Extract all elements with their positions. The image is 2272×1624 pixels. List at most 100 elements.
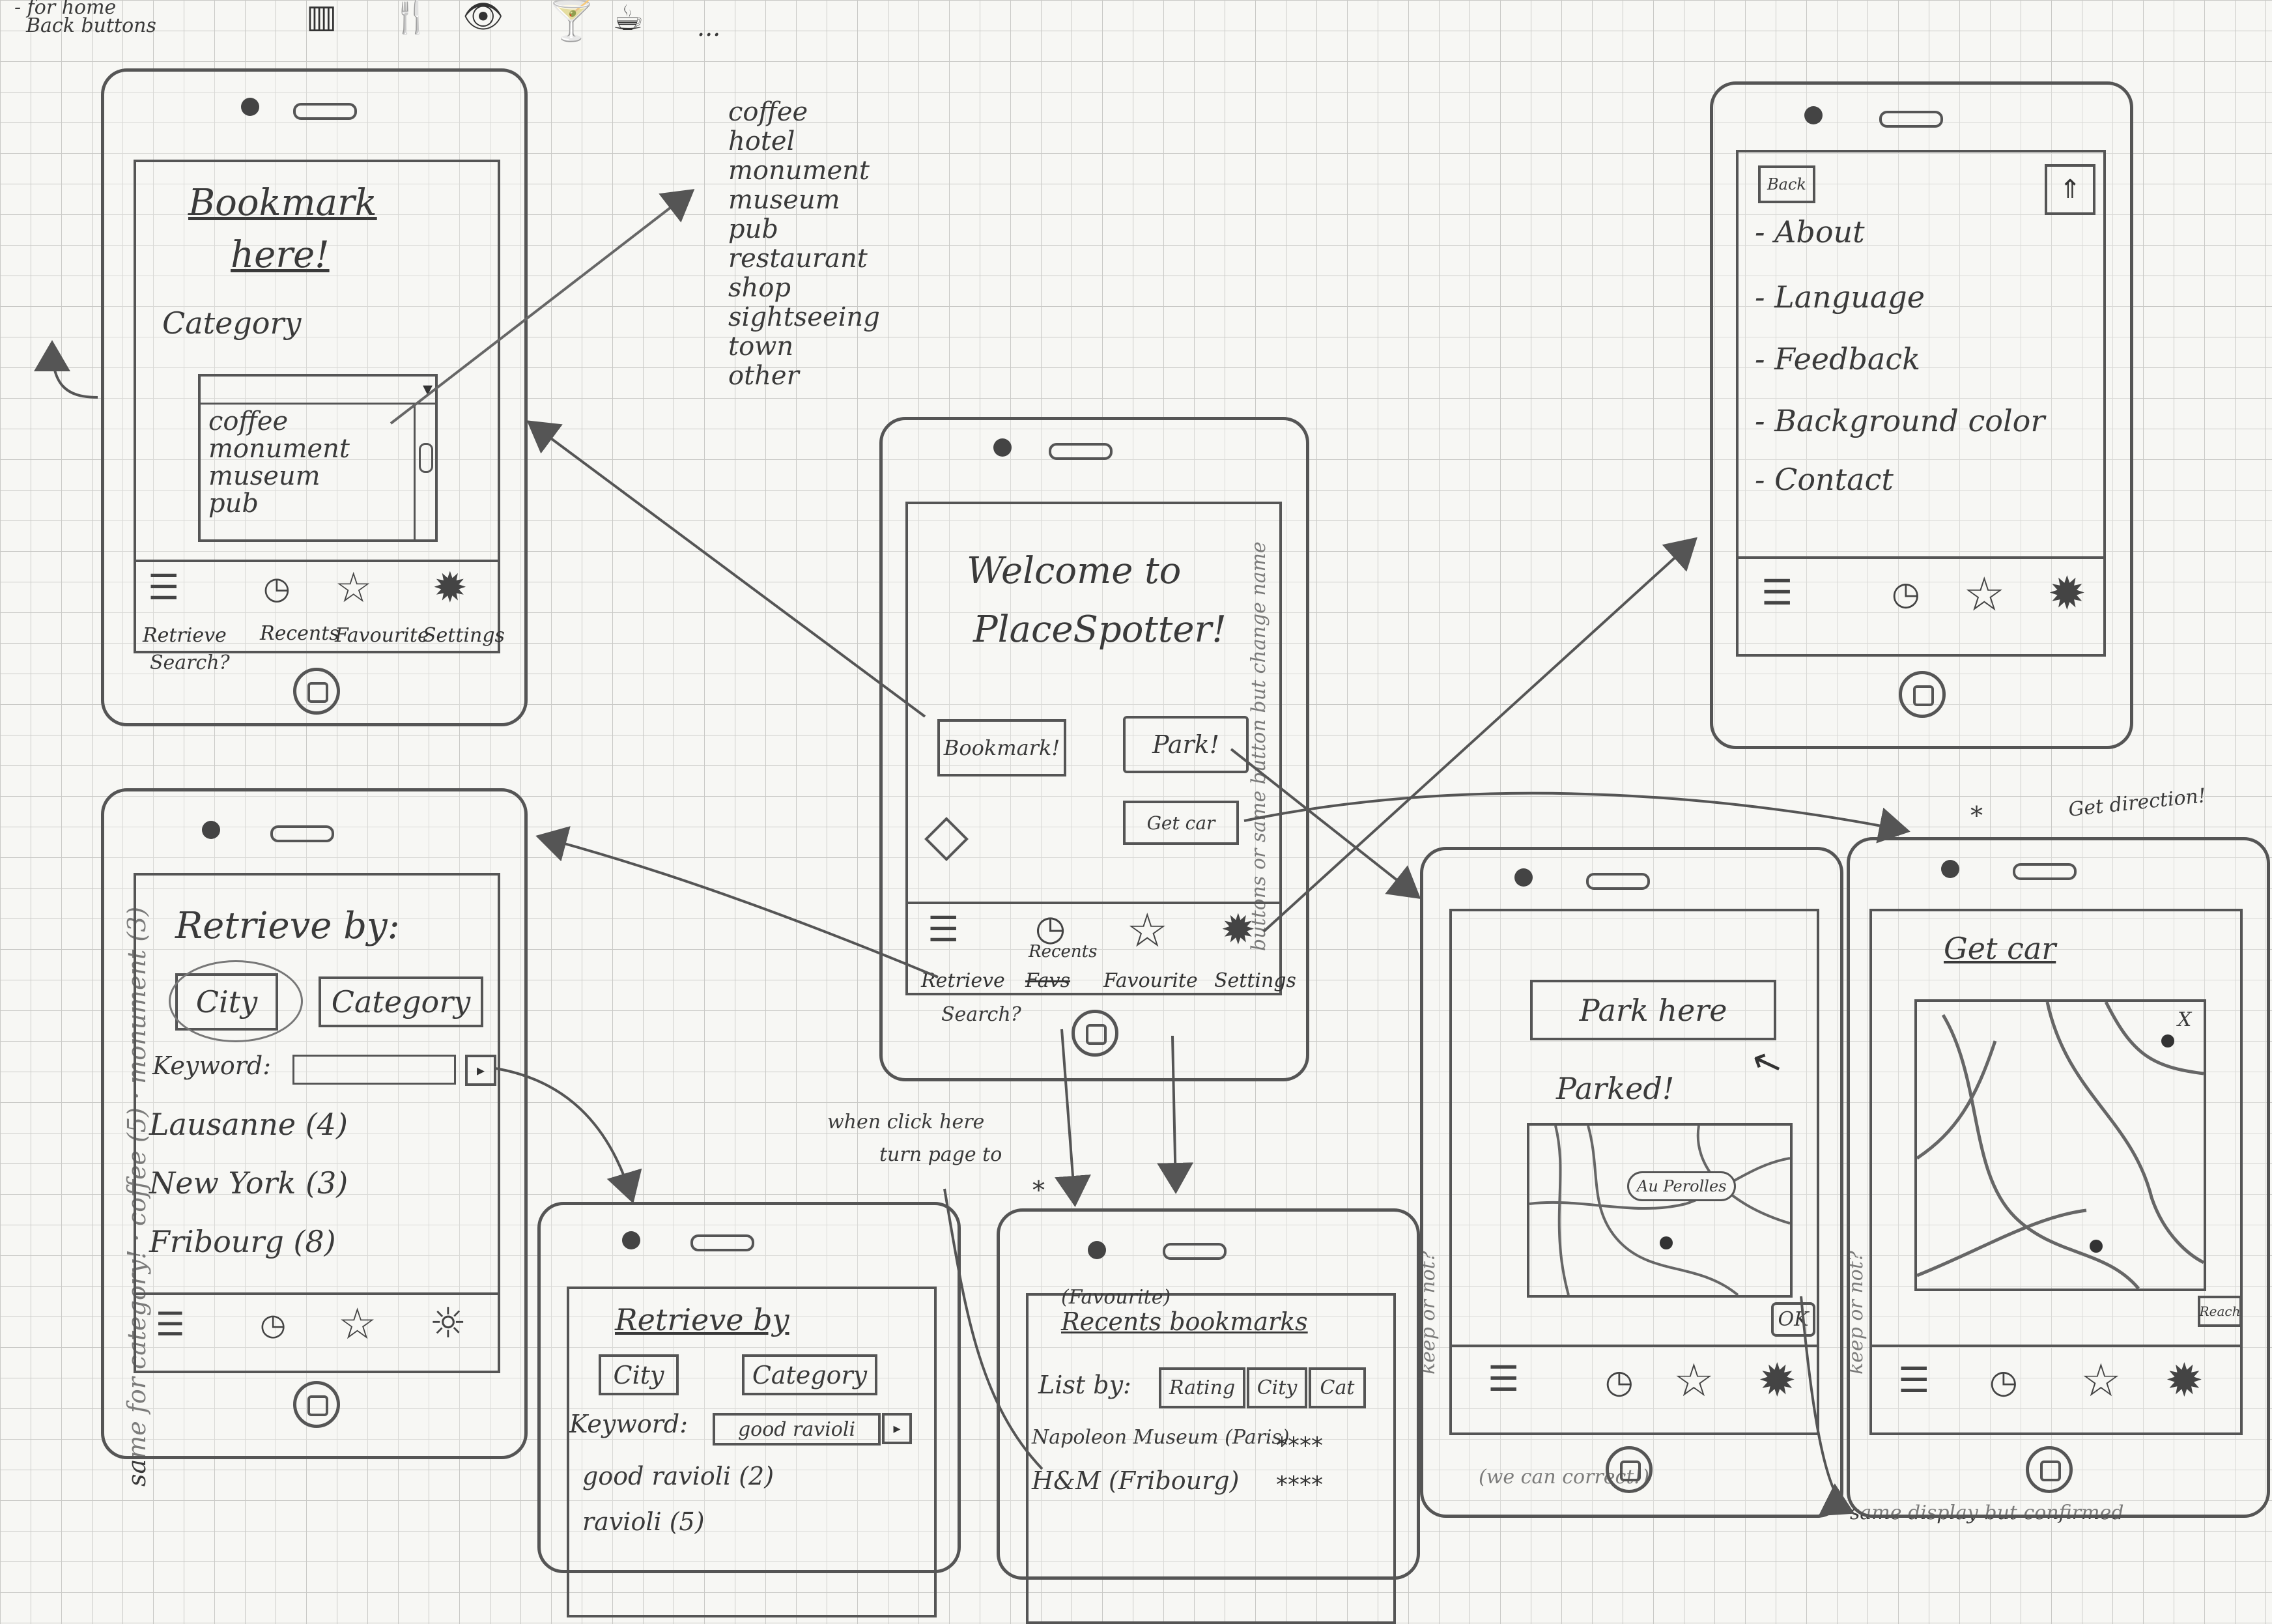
clock-icon[interactable]: ◷	[260, 1309, 286, 1339]
clock-icon[interactable]: ◷	[1605, 1365, 1634, 1398]
home-button[interactable]	[1606, 1446, 1653, 1493]
home-button[interactable]	[293, 668, 340, 715]
home-button[interactable]	[1899, 671, 1946, 718]
dropdown-option[interactable]: museum	[208, 463, 350, 490]
dropdown-option[interactable]: monument	[208, 435, 350, 463]
category-note-item: shop	[728, 274, 880, 303]
recents-heading: Recents bookmarks	[1061, 1307, 1308, 1336]
note-search: Search?	[941, 1003, 1021, 1026]
result-item[interactable]: ravioli (5)	[582, 1507, 705, 1536]
tab-settings[interactable]: Settings	[1214, 969, 1296, 992]
home-button[interactable]	[2026, 1446, 2073, 1493]
home-arrow-icon[interactable]: ⇑	[2045, 164, 2095, 215]
recent-item-rating: ****	[1276, 1472, 1323, 1498]
map-location-label: Au Perolles	[1627, 1171, 1736, 1201]
clock-icon[interactable]: ◷	[1035, 911, 1066, 946]
list-icon[interactable]: ☰	[1898, 1363, 1929, 1398]
get-car-button[interactable]: Get car	[1123, 801, 1239, 845]
category-button[interactable]: Category	[319, 976, 483, 1027]
phone-bookmark: Bookmark here! Category ▾ coffee monumen…	[101, 68, 528, 726]
speaker-icon	[1049, 443, 1113, 460]
dropdown-option[interactable]: coffee	[208, 408, 350, 435]
speaker-icon	[293, 103, 357, 120]
clock-icon[interactable]: ◷	[1989, 1365, 2018, 1398]
tab-favourite[interactable]: Favourite	[335, 624, 429, 647]
search-go-icon[interactable]: ▸	[882, 1413, 912, 1444]
list-icon[interactable]: ☰	[1761, 575, 1793, 610]
keyword-input[interactable]: good ravioli	[713, 1413, 881, 1446]
star-icon[interactable]: ☆	[1126, 907, 1169, 954]
dropdown-arrow-icon[interactable]: ▾	[423, 378, 433, 401]
settings-item-about[interactable]: - About	[1755, 214, 1865, 249]
note-asterisk: *	[1032, 1176, 1045, 1204]
camera-icon	[1941, 860, 1959, 878]
star-icon[interactable]: ☆	[338, 1303, 376, 1346]
gear-icon[interactable]: ✹	[2048, 571, 2086, 616]
tab-settings[interactable]: Settings	[423, 624, 505, 647]
arrow-retrieve	[541, 837, 938, 977]
star-icon[interactable]: ☆	[335, 567, 372, 609]
result-item[interactable]: good ravioli (2)	[582, 1462, 774, 1490]
tab-favourite[interactable]: Favourite	[1103, 969, 1198, 992]
category-button[interactable]: Category	[742, 1354, 877, 1395]
reach-button[interactable]: Reach	[2198, 1296, 2242, 1327]
back-button[interactable]: Back	[1758, 165, 1815, 203]
list-icon[interactable]: ☰	[156, 1308, 185, 1341]
star-icon[interactable]: ☆	[1673, 1358, 1714, 1403]
recent-item-name[interactable]: Napoleon Museum (Paris)	[1032, 1426, 1290, 1449]
settings-item-language[interactable]: - Language	[1755, 279, 1925, 315]
tab-recents[interactable]: Recents	[1029, 942, 1097, 962]
list-icon[interactable]: ☰	[148, 570, 179, 605]
park-map[interactable]: Au Perolles	[1527, 1123, 1793, 1298]
tab-recents[interactable]: Recents	[260, 622, 339, 645]
camera-icon	[1514, 868, 1533, 887]
tab-retrieve[interactable]: Retrieve	[921, 969, 1005, 992]
gear-icon[interactable]: ✹	[433, 567, 468, 609]
home-button[interactable]	[293, 1381, 340, 1428]
tab-retrieve[interactable]: Retrieve	[143, 624, 227, 647]
scroll-thumb[interactable]	[419, 443, 433, 473]
search-go-icon[interactable]: ▸	[465, 1055, 496, 1086]
star-icon[interactable]: ☆	[1963, 571, 2006, 618]
list-icon[interactable]: ☰	[928, 912, 959, 947]
clock-icon[interactable]: ◷	[1892, 577, 1920, 610]
retrieve-search-title: Retrieve by	[615, 1302, 789, 1337]
result-fribourg[interactable]: Fribourg (8)	[149, 1224, 336, 1259]
gear-icon[interactable]: ✹	[2165, 1358, 2204, 1403]
dropdown-header[interactable]	[201, 377, 435, 405]
settings-item-feedback[interactable]: - Feedback	[1755, 341, 1920, 377]
category-note-item: monument	[728, 156, 880, 186]
ok-button[interactable]: OK	[1771, 1302, 1815, 1337]
note-when-click: when click here	[827, 1111, 984, 1133]
result-new-york[interactable]: New York (3)	[149, 1165, 348, 1201]
dropdown-option[interactable]: pub	[208, 490, 350, 517]
gear-icon[interactable]: ✹	[1221, 909, 1256, 951]
gear-icon[interactable]: ✹	[1758, 1358, 1796, 1403]
category-list-note: coffee hotel monument museum pub restaur…	[728, 98, 880, 391]
city-button[interactable]: City	[599, 1354, 679, 1395]
city-button[interactable]: City	[1247, 1367, 1307, 1408]
settings-item-background-color[interactable]: - Background color	[1755, 403, 2045, 438]
star-icon[interactable]: ☆	[2080, 1358, 2122, 1403]
map-roads	[1529, 1126, 1790, 1295]
list-icon[interactable]: ☰	[1488, 1361, 1519, 1397]
getcar-map[interactable]: X	[1914, 999, 2206, 1291]
category-dropdown[interactable]: ▾ coffee monument museum pub	[198, 374, 438, 542]
park-here-button[interactable]: Park here	[1530, 980, 1776, 1040]
settings-item-contact[interactable]: - Contact	[1755, 462, 1894, 497]
clock-icon[interactable]: ◷	[263, 573, 291, 604]
recent-item-rating: ****	[1276, 1432, 1323, 1459]
cat-button[interactable]: Cat	[1309, 1367, 1366, 1408]
rating-button[interactable]: Rating	[1159, 1367, 1245, 1408]
recent-item-name[interactable]: H&M (Fribourg)	[1032, 1466, 1239, 1495]
dropdown-scrollbar[interactable]	[414, 404, 435, 539]
category-note-item: museum	[728, 186, 880, 215]
home-button[interactable]	[1072, 1010, 1118, 1057]
parked-label: Parked!	[1556, 1071, 1674, 1106]
result-lausanne[interactable]: Lausanne (4)	[149, 1107, 348, 1142]
gear-icon[interactable]: ☼	[429, 1303, 466, 1345]
bookmark-button[interactable]: Bookmark!	[937, 719, 1066, 776]
park-button[interactable]: Park!	[1123, 716, 1249, 773]
keyword-input[interactable]	[292, 1055, 456, 1085]
list-by-label: List by:	[1038, 1371, 1131, 1399]
